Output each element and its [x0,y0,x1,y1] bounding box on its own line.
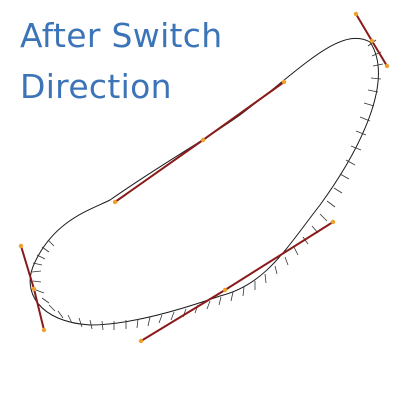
hatch-mark [89,319,93,330]
hatch-mark [41,297,50,304]
hatch-mark [274,265,278,275]
control-point[interactable] [31,286,37,292]
hatch-mark [32,280,42,283]
hatch-mark [293,246,299,256]
control-point[interactable] [384,63,390,69]
tangent-line [140,221,334,342]
bezier-curve [29,37,379,326]
control-point[interactable] [138,338,144,344]
hatch-mark [41,246,50,253]
hatch-mark [363,102,375,107]
hatch-mark [136,318,139,329]
hatch-mark [345,159,356,166]
control-point[interactable] [222,287,228,293]
hatch-mark [47,239,55,247]
control-point[interactable] [112,199,118,205]
hatch-mark [242,286,245,297]
control-point[interactable] [200,137,206,143]
control-point[interactable] [18,243,24,249]
control-point[interactable] [353,11,359,17]
hatch-mark [35,289,45,294]
hatch-mark [372,63,384,67]
curvature-hatch-marks [31,39,384,331]
hatch-mark [339,173,350,180]
hatch-mark [230,291,234,302]
control-point[interactable] [41,327,47,333]
tangent-line [114,81,285,203]
hatch-mark [57,310,64,319]
tangent-handles [18,11,390,344]
hatch-mark [32,262,43,266]
hatch-mark [302,236,309,245]
hatch-mark [48,304,56,312]
control-point[interactable] [369,38,375,44]
hatch-mark [370,77,382,80]
control-point[interactable] [281,79,287,85]
control-point[interactable] [330,219,336,225]
hatch-mark [350,145,362,151]
hatch-mark [206,300,211,310]
hatch-mark [367,89,379,93]
hatch-mark [78,317,83,328]
hatch-mark [319,213,328,222]
hatch-mark [67,314,73,324]
hatch-mark [355,130,367,136]
hatch-mark [326,200,336,208]
hatch-mark [218,296,222,306]
hatch-mark [36,254,46,260]
hatch-mark [264,273,267,284]
hatch-mark [101,320,104,331]
hatch-mark [333,187,343,194]
title-line-1: After Switch [20,16,223,55]
hatch-mark [284,256,289,266]
hatch-mark [147,316,151,327]
title-line-2: Direction [20,67,172,106]
hatch-mark [31,270,42,273]
hatch-mark [158,314,163,324]
hatch-mark [359,116,371,122]
hatch-mark [170,311,175,321]
